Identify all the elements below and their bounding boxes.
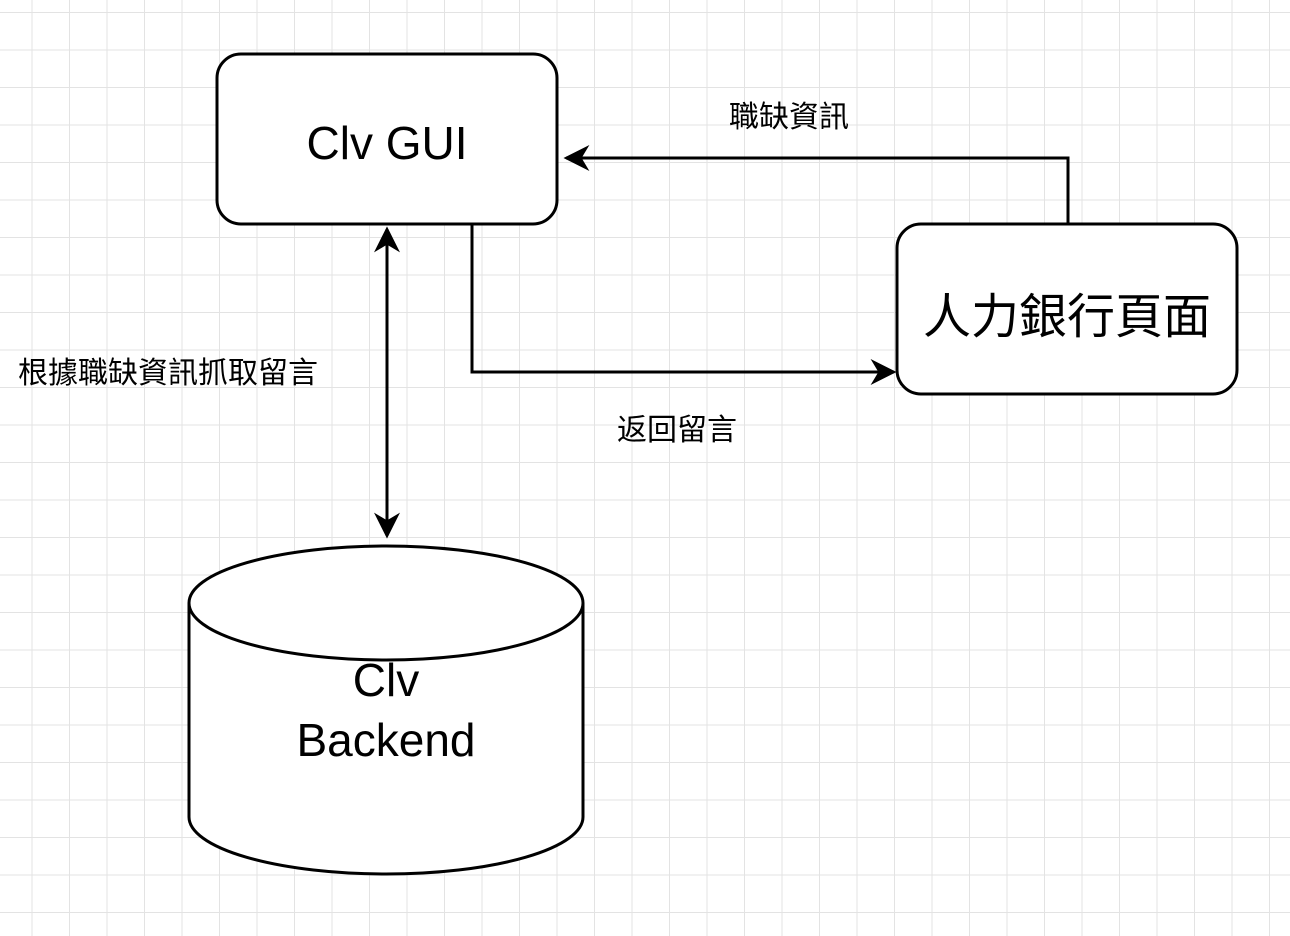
- backend-node-label-line1: Clv: [352, 654, 420, 706]
- gui-node-label-text: Clv GUI: [306, 117, 468, 169]
- edge-job-info-line[interactable]: [563, 145, 1070, 224]
- backend-node-label: Clv Backend: [189, 648, 583, 772]
- gui-node-box[interactable]: [215, 52, 559, 226]
- gui-node-label: Clv GUI: [217, 54, 557, 232]
- edge-return-comments-label: 返回留言: [617, 413, 737, 448]
- edge-return-comments-line[interactable]: [470, 224, 897, 385]
- edge-job-info-label: 職缺資訊: [729, 100, 849, 135]
- hrbank-node-label: 人力銀行頁面: [897, 224, 1237, 400]
- edge-fetch-comments-label: 根據職缺資訊抓取留言: [18, 356, 318, 391]
- backend-node-label-line2: Backend: [296, 714, 476, 766]
- backend-node-cylinder[interactable]: [187, 544, 585, 876]
- hrbank-node-label-text: 人力銀行頁面: [922, 291, 1211, 344]
